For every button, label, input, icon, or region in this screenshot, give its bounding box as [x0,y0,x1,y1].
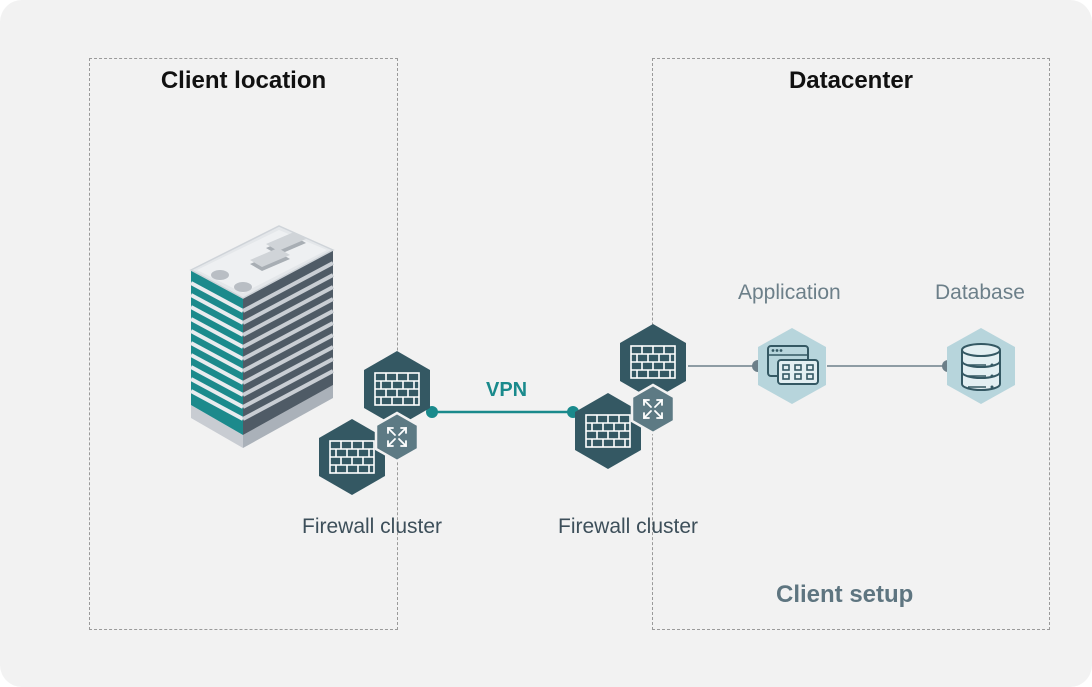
application-label: Application [738,281,841,304]
router-icon [374,411,420,463]
router-icon [630,383,676,435]
dc-firewall-label: Firewall cluster [558,515,699,538]
datacenter-title: Datacenter [788,67,914,94]
client-location-zone: Client location [89,58,398,630]
client-location-title: Client location [160,67,327,94]
database-icon [947,328,1015,404]
vpn-label: VPN [486,379,528,401]
client-firewall-label: Firewall cluster [302,515,443,538]
client-setup-label: Client setup [776,581,914,608]
database-label: Database [935,281,1025,304]
dc-firewall-cluster [575,324,686,469]
building-icon [189,225,335,448]
client-firewall-cluster [319,351,430,495]
application-icon [758,328,826,404]
vpn-endpoint-left [426,406,438,418]
